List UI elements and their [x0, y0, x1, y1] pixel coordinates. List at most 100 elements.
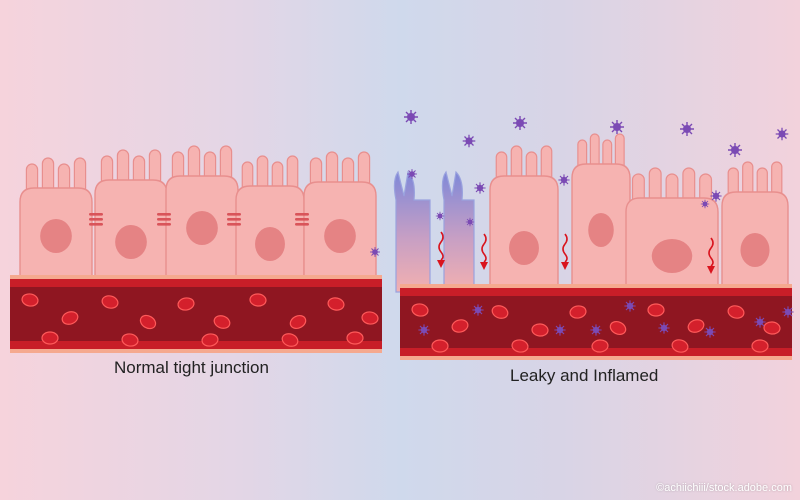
- microbe: [727, 142, 743, 158]
- nucleus: [651, 239, 693, 273]
- nucleus: [40, 219, 72, 253]
- damaged-cell-body: [393, 170, 431, 293]
- image-credit: ©achiichiii/stock.adobe.com: [656, 482, 792, 494]
- junction-strand: [157, 223, 171, 226]
- leak-arrow-shaft: [708, 237, 714, 267]
- leak-arrow: [707, 237, 715, 274]
- microbe: [465, 217, 475, 227]
- red-blood-cell: [531, 323, 549, 337]
- epithelial-cell: [94, 149, 168, 283]
- microbe: [406, 168, 418, 180]
- red-blood-cell: [249, 293, 267, 307]
- damaged-epithelial-cell: [441, 170, 475, 293]
- epithelial-cell: [721, 161, 789, 293]
- tight-junction: [89, 213, 103, 226]
- junction-strand: [227, 213, 241, 216]
- nucleus: [740, 233, 770, 267]
- microbe-in-blood: [623, 299, 637, 313]
- tight-junction: [295, 213, 309, 226]
- red-blood-cell: [213, 315, 231, 329]
- junction-strand: [295, 218, 309, 221]
- leak-arrow-shaft: [481, 233, 487, 263]
- red-blood-cell: [511, 339, 529, 353]
- epithelial-cell: [19, 157, 93, 283]
- red-blood-cell: [609, 320, 627, 336]
- red-blood-cell: [687, 319, 705, 333]
- junction-strand: [157, 218, 171, 221]
- microbe: [512, 115, 528, 131]
- leak-arrow-head: [561, 262, 569, 270]
- leaky-panel: [393, 109, 795, 360]
- microbe: [609, 119, 625, 135]
- red-blood-cell: [763, 321, 781, 335]
- microbe: [700, 199, 710, 209]
- damaged-epithelial-cell: [393, 170, 431, 293]
- nucleus: [588, 213, 614, 247]
- leaky-inflamed-caption: Leaky and Inflamed: [510, 366, 659, 385]
- epithelial-cell: [625, 167, 719, 293]
- red-blood-cell: [751, 339, 769, 353]
- junction-strand: [89, 213, 103, 216]
- red-blood-cell: [411, 303, 429, 317]
- red-blood-cell: [289, 314, 307, 330]
- junction-strand: [227, 218, 241, 221]
- red-blood-cell: [451, 319, 469, 333]
- epithelial-cell: [235, 155, 305, 283]
- red-blood-cell: [121, 333, 139, 347]
- nucleus: [115, 225, 147, 259]
- red-blood-cell: [727, 305, 745, 319]
- microbe-in-blood: [781, 305, 795, 319]
- red-blood-cell: [41, 331, 59, 345]
- junction-strand: [227, 223, 241, 226]
- microbe-in-blood: [471, 303, 485, 317]
- microbe-in-blood: [589, 323, 603, 337]
- microbe-in-blood: [553, 323, 567, 337]
- red-blood-cell: [346, 331, 364, 345]
- normal-tight-junction-caption: Normal tight junction: [114, 358, 269, 377]
- microbe: [775, 127, 789, 141]
- leak-arrow: [561, 233, 569, 270]
- nucleus: [186, 211, 218, 245]
- nucleus: [255, 227, 285, 261]
- red-blood-cell: [139, 314, 157, 330]
- leak-arrow-head: [707, 266, 715, 274]
- leak-arrow-head: [437, 260, 445, 268]
- damaged-cell-body: [441, 170, 475, 293]
- microbe-in-blood: [703, 325, 717, 339]
- red-blood-cell: [671, 339, 689, 353]
- red-blood-cell: [361, 311, 379, 325]
- junction-strand: [295, 223, 309, 226]
- microbe: [557, 173, 571, 187]
- red-blood-cell: [491, 305, 509, 319]
- leak-arrow-head: [480, 262, 488, 270]
- microbe: [435, 211, 445, 221]
- microbe: [473, 181, 487, 195]
- microbe-in-blood: [753, 315, 767, 329]
- junction-strand: [89, 223, 103, 226]
- red-blood-cell: [647, 303, 665, 317]
- microbe-in-blood: [417, 323, 431, 337]
- junction-strand: [89, 218, 103, 221]
- red-blood-cell: [21, 293, 39, 307]
- microbe: [403, 109, 419, 125]
- epithelial-cell: [303, 151, 377, 283]
- blood-vessel: [400, 284, 795, 360]
- red-blood-cell: [201, 333, 219, 347]
- microbe: [709, 189, 723, 203]
- leak-arrow-shaft: [438, 231, 444, 261]
- leak-arrow-shaft: [562, 233, 568, 263]
- nucleus: [324, 219, 356, 253]
- leak-arrow: [437, 231, 445, 268]
- red-blood-cell: [327, 297, 345, 311]
- red-blood-cell: [61, 311, 79, 325]
- microbe-in-blood: [657, 321, 671, 335]
- tight-junction: [157, 213, 171, 226]
- blood-vessel: [10, 275, 382, 353]
- nucleus: [509, 231, 539, 265]
- red-blood-cell: [569, 305, 587, 319]
- junction-strand: [157, 213, 171, 216]
- epithelial-cell: [165, 145, 239, 283]
- microbe: [679, 121, 695, 137]
- epithelial-cell: [571, 133, 631, 293]
